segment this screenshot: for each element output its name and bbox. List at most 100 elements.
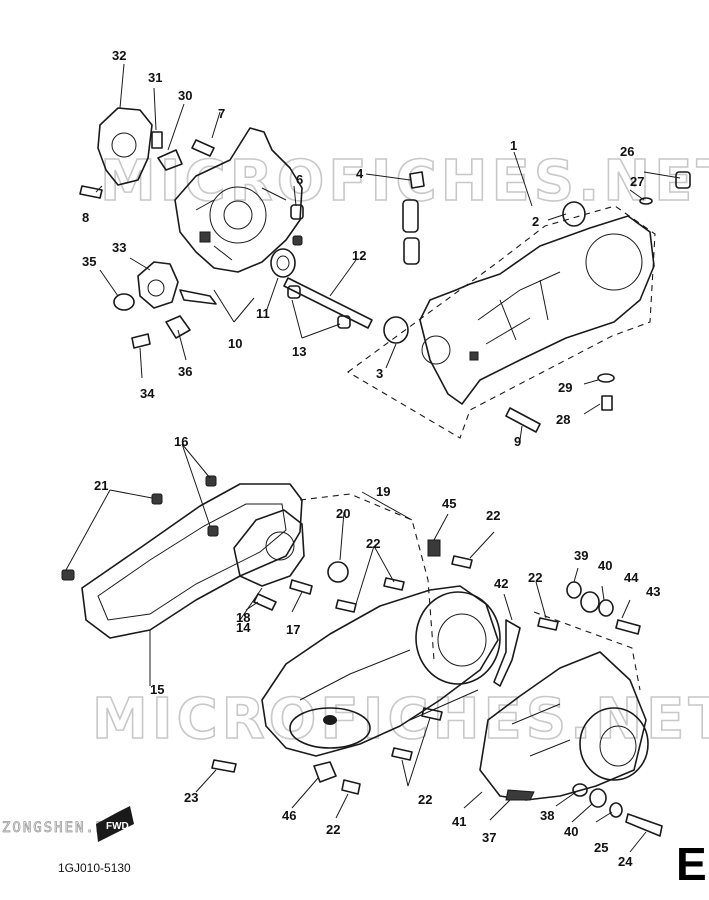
callout-labels: 1 2 3 4 6 7 8 9 10 11 12 13 14 15 16 17 … [82,48,660,869]
bolt-23 [211,759,237,773]
callout-42: 42 [494,576,508,591]
dowel-pipe-upper [402,199,419,233]
footer-watermark: ZONGSHEN.RU [2,820,117,836]
left-crankcase-boss [199,231,211,243]
clutch-housing-center [437,613,487,667]
callout-36: 36 [178,364,192,379]
bearing [270,248,296,278]
section-letter: E [676,838,707,890]
callout-37: 37 [482,830,496,845]
right-crankcase-boss [469,351,479,361]
callout-41: 41 [452,814,466,829]
bolt-22g [421,707,443,721]
drawing-code: 1GJ010-5130 [58,861,131,875]
bolt-22f [391,747,413,761]
callout-7: 7 [218,106,225,121]
left-crankcase-bore [209,186,267,244]
bolt-18 [253,593,277,611]
bearing-inner [276,255,290,271]
transmission-cover-center [599,725,637,767]
kick-starter-gear [265,531,295,561]
bolt-43 [615,619,641,635]
dowel-16a [205,475,217,487]
washer-29 [597,373,615,383]
bolt-17 [289,579,313,595]
bolt-22c [451,555,473,569]
pivot-shaft [283,277,373,329]
callout-39: 39 [574,548,588,563]
nut-46 [313,761,337,783]
crankcase-group-outline [347,205,656,439]
dowel-21b [61,569,75,581]
oil-seal-20 [327,561,349,583]
bearing-2 [562,201,586,227]
bolt-34 [131,333,151,349]
crankcase-cover [261,585,499,757]
bolt-7 [191,139,215,157]
cover-lip [505,789,535,801]
bolt-22e [341,779,361,795]
cover-housing [137,261,179,309]
callout-6: 6 [296,172,303,187]
watermark-top: MICROFICHES.NET [100,149,709,214]
callout-3: 3 [376,366,383,381]
callout-30: 30 [178,88,192,103]
callout-27: 27 [630,174,644,189]
callout-12: 12 [352,248,366,263]
washer-40a [580,591,600,613]
cover-gasket-inner [97,503,287,621]
callout-15: 15 [150,682,164,697]
callout-32: 32 [112,48,126,63]
washer-38 [572,783,588,797]
crankcase-cover-plug [323,715,337,725]
callout-40a: 40 [598,558,612,573]
fwd-label: FWD [106,821,129,832]
callout-24: 24 [618,854,633,869]
callout-46: 46 [282,808,296,823]
callout-2: 2 [532,214,539,229]
washer-25 [609,802,623,818]
callout-45: 45 [442,496,456,511]
kick-starter-housing [233,509,305,587]
callout-19: 19 [376,484,390,499]
callout-10: 10 [228,336,242,351]
dowel-16b [207,525,219,537]
clamp-45 [427,539,441,557]
callout-17: 17 [286,622,300,637]
dowel-pipe-lower [403,237,420,265]
washer-40b [589,788,607,808]
spring-clip [493,619,521,687]
bracket [157,149,183,171]
callout-11: 11 [256,306,270,321]
oil-nozzle [409,171,425,189]
crankcase-cover-plate [289,707,371,749]
callout-22a: 22 [366,536,380,551]
bolt-31 [151,131,163,149]
washer-44 [598,599,614,617]
collar-upper [287,285,301,299]
bolt-22a [335,599,357,613]
right-crankcase-bore [421,335,451,365]
gasket-plate-hole [111,132,137,158]
hose-clip [165,315,191,339]
callout-9: 9 [514,434,521,449]
callout-22e: 22 [326,822,340,837]
callout-21: 21 [94,478,108,493]
callout-33: 33 [112,240,126,255]
callout-18: 18 [236,610,250,625]
bolt-9 [505,407,541,433]
callout-40b: 40 [564,824,578,839]
callout-23: 23 [184,790,198,805]
left-crankcase-ribs [195,187,287,261]
collar-lower [337,315,351,329]
clip-plate [179,289,217,305]
washer-39 [566,581,582,599]
crankcase-cover-ribs [299,649,479,721]
fwd-arrow-icon: FWD [96,806,134,842]
oil-seal [113,293,135,311]
o-ring [639,197,653,205]
right-crankcase-ribs [477,271,561,345]
left-crankcase [174,127,303,273]
bolt-24 [625,813,663,837]
